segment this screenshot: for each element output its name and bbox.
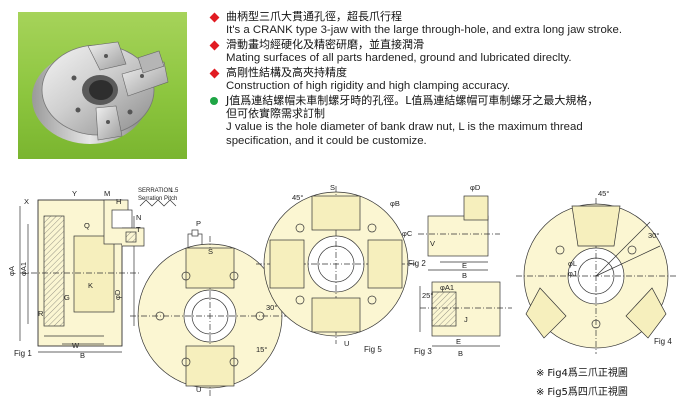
dim-phib: φB <box>390 199 400 208</box>
dim-phij-fig4: φJ <box>568 269 577 278</box>
fig1-side-view <box>19 199 140 353</box>
serration-label: Serration Pitch <box>138 196 177 202</box>
fig1-label: Fig 1 <box>14 349 32 358</box>
serration-value: 1.5 <box>170 188 179 194</box>
feature-en-text: J value is the hole diameter of bank dra… <box>226 121 583 133</box>
fig4-front-view <box>516 198 676 354</box>
feature-zh-text: J值爲連結螺帽未車制螺牙時的孔徑。L值爲連結螺帽可車制螺牙之最大規格， <box>226 94 599 107</box>
dim-p: P <box>196 219 201 228</box>
note-fig5-text: Fig5爲四爪正視圖 <box>547 387 628 398</box>
dim-y: Y <box>72 189 77 198</box>
dim-phia: φA <box>7 266 16 276</box>
dim-s-center: S <box>208 247 213 256</box>
note-fig4-mark: ※ <box>536 368 545 379</box>
note-fig4: ※Fig4爲三爪正視圖 <box>536 364 628 379</box>
green-dot-icon <box>210 97 218 105</box>
dim-phia1: φA1 <box>19 262 28 276</box>
dim-s-fig5: S <box>330 183 335 192</box>
dim-phic: φC <box>402 229 413 238</box>
dim-u-fig5: U <box>344 339 349 348</box>
dim-e-fig3: E <box>456 337 461 346</box>
dim-g: G <box>64 293 70 302</box>
dim-n: N <box>136 213 141 222</box>
chuck-photo <box>32 41 169 144</box>
fig-center-front-view <box>130 236 292 398</box>
feature-en-text: It's a CRANK type 3-jaw with the large t… <box>226 24 622 36</box>
red-diamond-icon <box>209 12 220 23</box>
dim-k: K <box>88 281 93 290</box>
dim-b-fig2: B <box>462 271 467 280</box>
feature-zh-text: 但可依實際需求訂制 <box>226 107 325 120</box>
feature-en-text: specification, and it could be customize… <box>226 135 427 147</box>
dim-j: J <box>464 315 468 324</box>
dim-m: M <box>104 189 110 198</box>
fig5-front-view <box>256 186 416 344</box>
feature-zh-text: 高剛性結構及高夾持精度 <box>226 66 347 79</box>
dim-phid-fig2: φD <box>470 183 481 192</box>
note-fig5-mark: ※ <box>536 387 545 398</box>
red-diamond-icon <box>209 68 220 79</box>
drawings-svg: X Y M H N T Q K G R φA φA1 φD W B Fig 1 … <box>7 183 676 398</box>
dim-45-fig5: 45° <box>292 193 303 202</box>
fig2-label: Fig 2 <box>408 259 426 268</box>
note-fig5: ※Fig5爲四爪正視圖 <box>536 383 628 398</box>
feature-zh-text: 滑動畫均經硬化及精密研磨，並直接潤滑 <box>226 38 424 51</box>
dim-30-fig4: 30° <box>648 231 659 240</box>
dim-phil-fig4: φL <box>568 259 577 268</box>
dim-r: R <box>38 309 44 318</box>
red-diamond-icon <box>209 40 220 51</box>
dim-v: V <box>430 239 435 248</box>
fig2-jaw-view <box>418 195 500 271</box>
dim-25: 25° <box>422 291 433 300</box>
serration-detail <box>122 199 177 247</box>
dim-15-center: 15° <box>256 345 267 354</box>
dim-phid: φD <box>113 289 122 300</box>
dim-q: Q <box>84 221 90 230</box>
feature-item: J值爲連結螺帽未車制螺牙時的孔徑。L值爲連結螺帽可車制螺牙之最大規格，但可依實際… <box>208 94 676 148</box>
fig5-label: Fig 5 <box>364 345 382 354</box>
dim-phia1-fig3: φA1 <box>440 283 454 292</box>
product-photo-box <box>18 12 187 159</box>
feature-en-text: Construction of high rigidity and high c… <box>226 80 511 92</box>
fig3-jaw-view <box>419 281 512 347</box>
fig4-label: Fig 4 <box>654 337 672 346</box>
feature-en-text: Mating surfaces of all parts hardened, g… <box>226 52 572 64</box>
dim-h: H <box>116 197 121 206</box>
serration-title: SERRATION <box>138 188 173 194</box>
fig3-label: Fig 3 <box>414 347 432 356</box>
dim-x: X <box>24 197 29 206</box>
technical-drawings: X Y M H N T Q K G R φA φA1 φD W B Fig 1 … <box>0 176 680 414</box>
dim-b-fig3: B <box>458 349 463 358</box>
feature-zh-text: 曲柄型三爪大貫通孔徑，超長爪行程 <box>226 10 402 23</box>
dim-45-fig4: 45° <box>598 189 609 198</box>
dim-u-center: U <box>196 385 201 394</box>
dim-30-center: 30° <box>266 303 277 312</box>
dim-e: E <box>462 261 467 270</box>
dim-t: T <box>136 225 141 234</box>
dim-b: B <box>80 351 85 360</box>
dim-w: W <box>72 341 80 350</box>
note-fig4-text: Fig4爲三爪正視圖 <box>547 368 628 379</box>
